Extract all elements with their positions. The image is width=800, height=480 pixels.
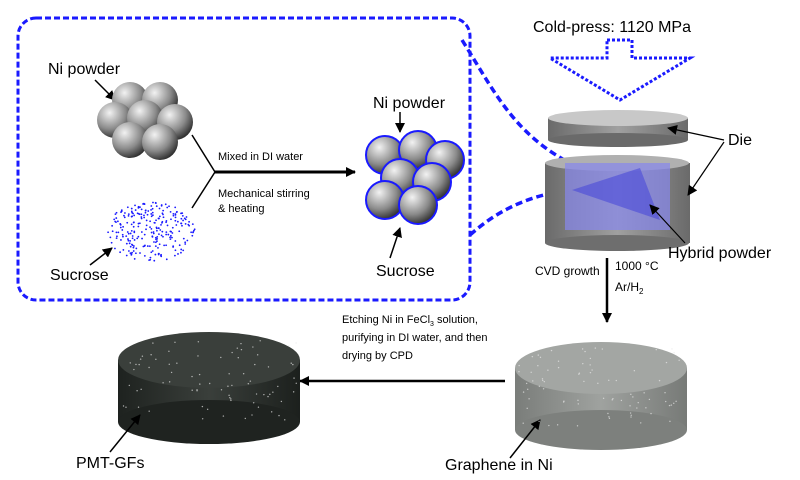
step1-line1: Mixed in DI water (218, 151, 303, 163)
sucrose-label: Sucrose (50, 267, 109, 284)
etching-line3: drying by CPD (342, 350, 413, 362)
sucrose-particles (107, 201, 196, 262)
pmt-gfs-disc (118, 332, 300, 444)
mixed-sucrose-label: Sucrose (376, 263, 435, 280)
hybrid-powder-label: Hybrid powder (668, 245, 772, 262)
hybrid-pointer (649, 204, 686, 244)
graphene-in-ni-disc (515, 342, 687, 450)
ni-powder-label: Ni powder (48, 61, 121, 78)
die-pointer-bottom (687, 141, 725, 196)
etching-line1: Etching Ni in FeCl3 solution, (342, 314, 478, 328)
cold-press-label: Cold-press: 1120 MPa (533, 19, 691, 36)
cvd-gas: Ar/H2 (615, 280, 644, 296)
etching-line2: purifying in DI water, and then (342, 332, 488, 344)
sucrose-pointer-arrow (89, 247, 113, 266)
hybrid-powder-fill (572, 168, 660, 220)
disc-speckles (122, 340, 680, 427)
press-arrow-icon (544, 38, 696, 102)
graphene-label: Graphene in Ni (445, 457, 553, 474)
graphene-pointer (509, 419, 541, 459)
coated-ni-spheres (365, 130, 465, 225)
die (545, 110, 690, 251)
ni-powder-spheres (97, 82, 193, 160)
mixing-step-box (16, 16, 472, 302)
step1-line2: Mechanical stirring (218, 188, 310, 200)
pmt-pointer (109, 414, 141, 453)
pmt-label: PMT-GFs (76, 455, 144, 472)
mixed-ni-powder-label: Ni powder (373, 95, 446, 112)
die-pointer-top (667, 124, 725, 141)
step1-line3: & heating (218, 203, 264, 215)
mixed-sucrose-pointer (389, 227, 402, 259)
die-label: Die (728, 132, 752, 149)
ni-pointer-arrow (94, 79, 116, 101)
cvd-temperature: 1000 °C (615, 259, 659, 273)
merge-lines (191, 134, 216, 209)
cvd-label: CVD growth (535, 264, 600, 278)
